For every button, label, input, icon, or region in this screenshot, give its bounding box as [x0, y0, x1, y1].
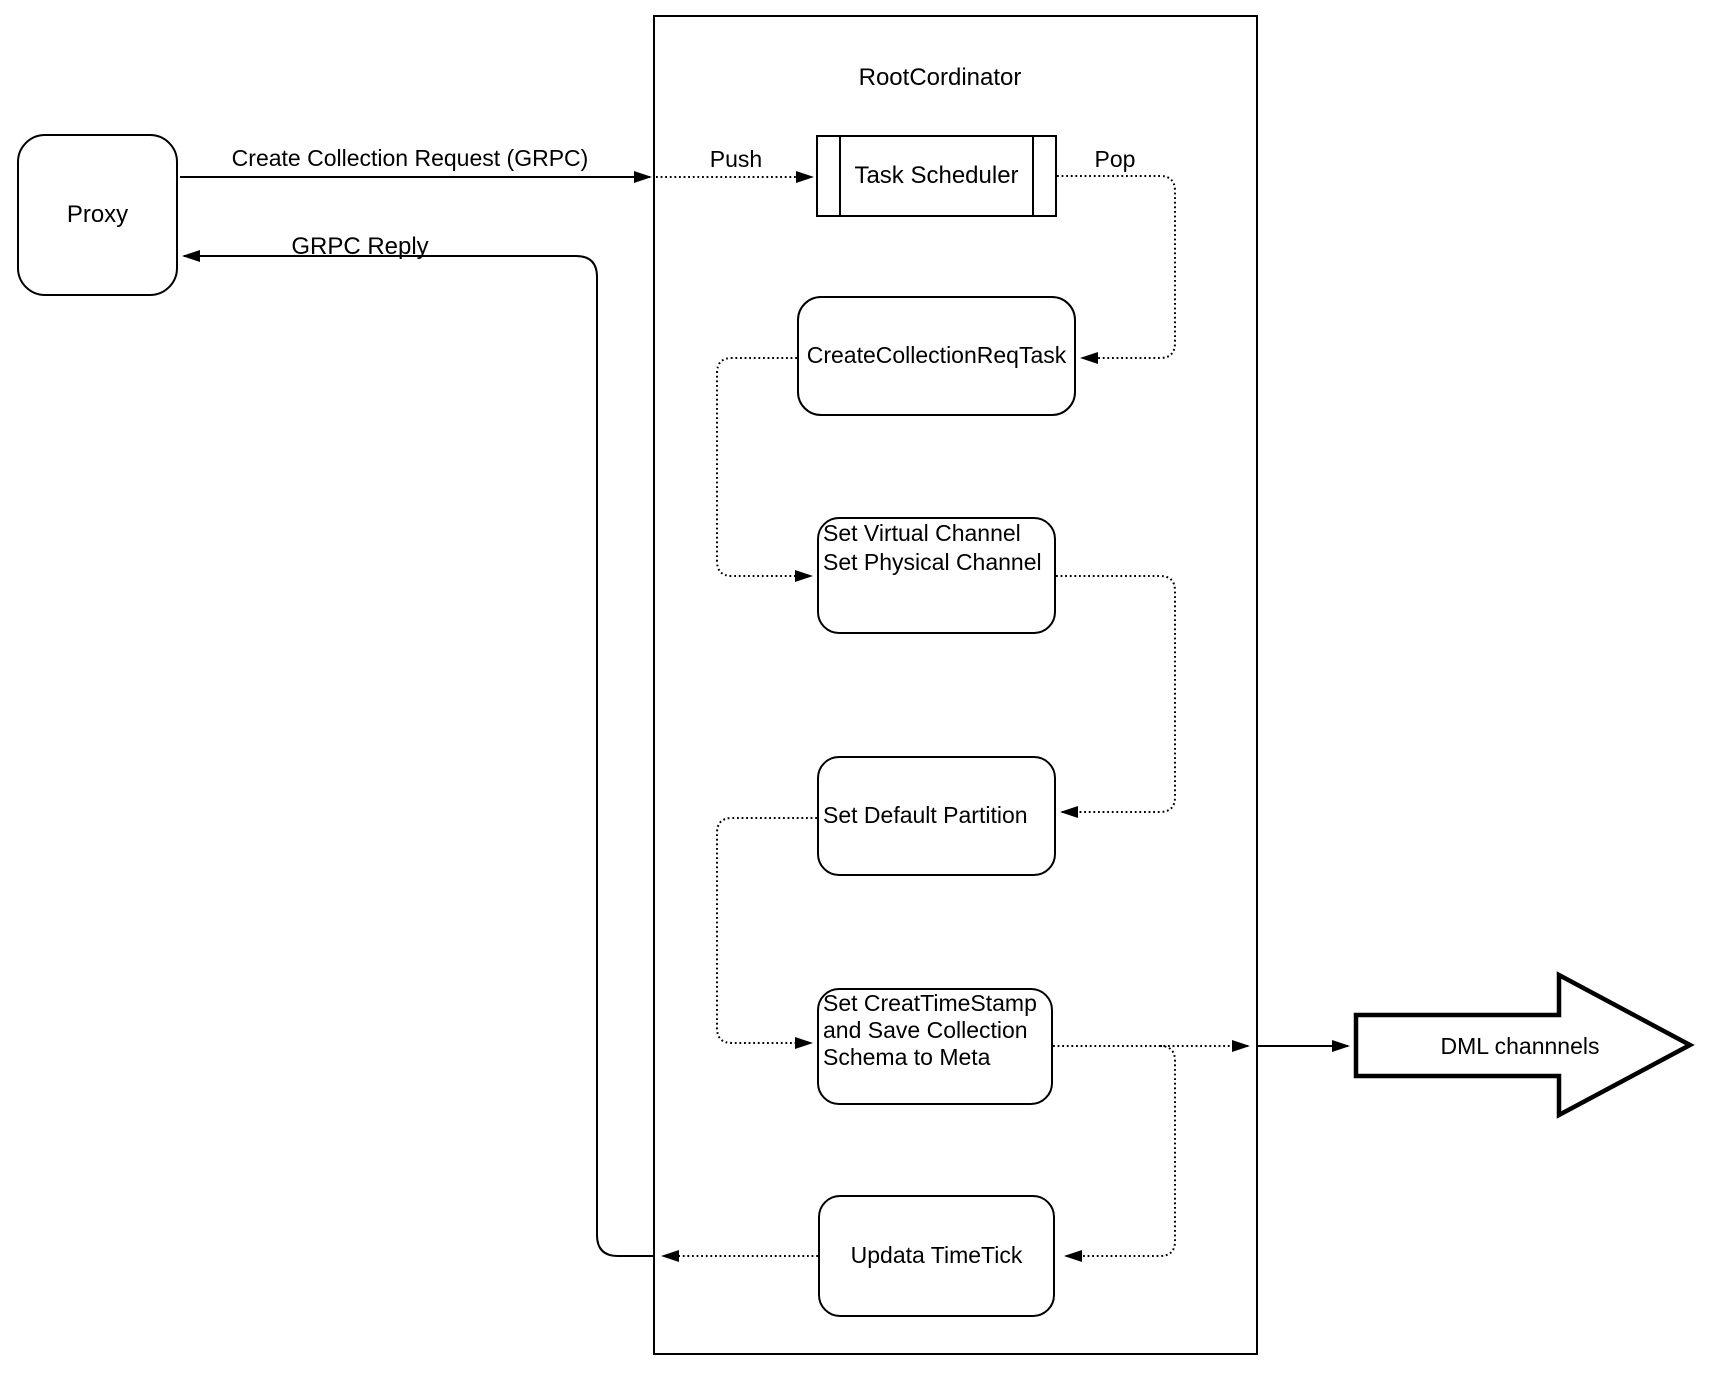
grpc-reply-label: GRPC Reply [291, 233, 429, 260]
edge-branch-to-updatetimetick [1064, 1045, 1176, 1262]
update-timetick-node: Updata TimeTick [818, 1195, 1055, 1317]
dml-channels-arrow-shape [1353, 971, 1695, 1119]
queue-right-bar-icon [1032, 137, 1034, 215]
proxy-label: Proxy [66, 200, 129, 228]
set-virtual-channel-node: Set Virtual Channel Set Physical Channel [817, 517, 1056, 634]
edge-pop [1057, 175, 1176, 364]
edge-setvirtual-to-setdefault [1056, 575, 1176, 818]
set-create-timestamp-node: Set CreatTimeStamp and Save Collection S… [817, 988, 1053, 1105]
proxy-node: Proxy [17, 134, 178, 296]
create-collection-req-task-label: CreateCollectionReqTask [806, 342, 1067, 369]
queue-left-bar-icon [839, 137, 841, 215]
edge-createtask-to-setvirtual [716, 357, 813, 582]
task-scheduler-label: Task Scheduler [854, 161, 1019, 189]
set-default-partition-node: Set Default Partition [817, 756, 1056, 876]
update-timetick-label: Updata TimeTick [850, 1242, 1023, 1269]
push-label: Push [709, 146, 763, 172]
create-collection-request-label: Create Collection Request (GRPC) [231, 145, 589, 171]
set-create-timestamp-line1: Set CreatTimeStamp [823, 990, 1037, 1016]
edge-grpc-reply [182, 250, 653, 1257]
root-coordinator-title: RootCordinator [858, 64, 1022, 91]
edge-setdefault-to-settimestamp [716, 817, 817, 1049]
pop-label: Pop [1094, 146, 1136, 172]
set-virtual-channel-line1: Set Virtual Channel [823, 520, 1021, 546]
root-coordinator-container [653, 15, 1258, 1355]
create-collection-req-task-node: CreateCollectionReqTask [797, 296, 1076, 416]
set-create-timestamp-line2: and Save Collection [823, 1017, 1028, 1043]
set-default-partition-label: Set Default Partition [823, 802, 1028, 829]
set-virtual-channel-line2: Set Physical Channel [823, 549, 1042, 575]
task-scheduler-node: Task Scheduler [816, 135, 1057, 217]
set-create-timestamp-line3: Schema to Meta [823, 1044, 991, 1070]
dml-channels-label: DML channnels [1440, 1033, 1600, 1059]
